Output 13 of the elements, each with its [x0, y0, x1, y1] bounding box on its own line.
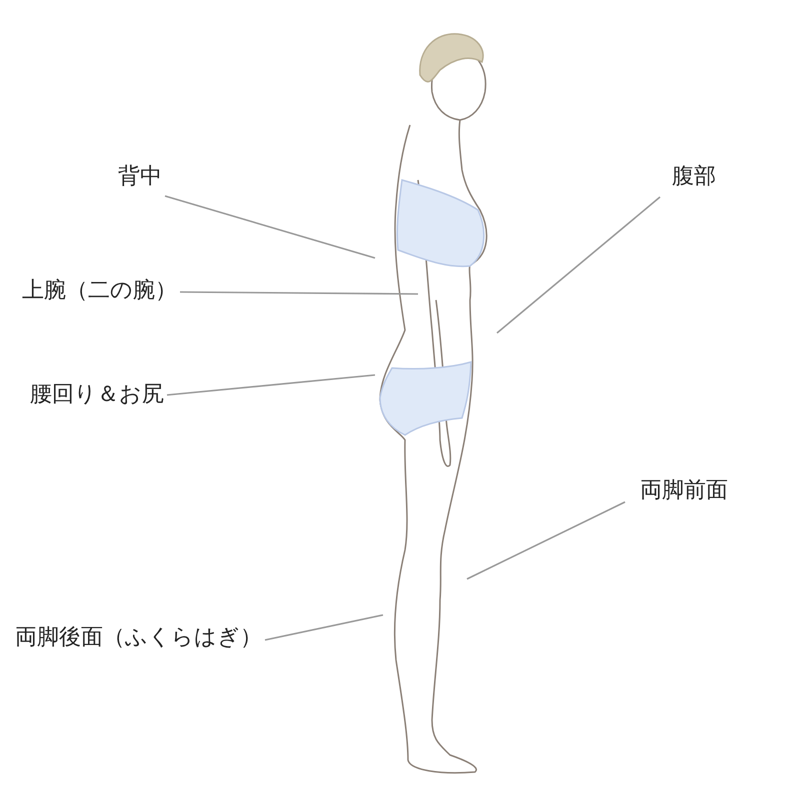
leader-line	[166, 374, 376, 396]
body-part-label: 背中	[118, 164, 162, 190]
body-part-label: 両脚前面	[640, 478, 728, 504]
leader-line	[180, 291, 418, 295]
woman-figure-drawing	[379, 33, 488, 774]
leader-line	[164, 195, 376, 259]
body-part-label: 腹部	[672, 164, 716, 190]
body-part-label: 腰回り＆お尻	[30, 382, 164, 408]
body-part-label: 両脚後面（ふくらはぎ）	[15, 625, 262, 652]
leader-line	[466, 501, 626, 580]
body-part-label: 上腕（二の腕）	[22, 278, 177, 304]
leader-line	[496, 196, 661, 334]
leader-line	[264, 614, 384, 641]
